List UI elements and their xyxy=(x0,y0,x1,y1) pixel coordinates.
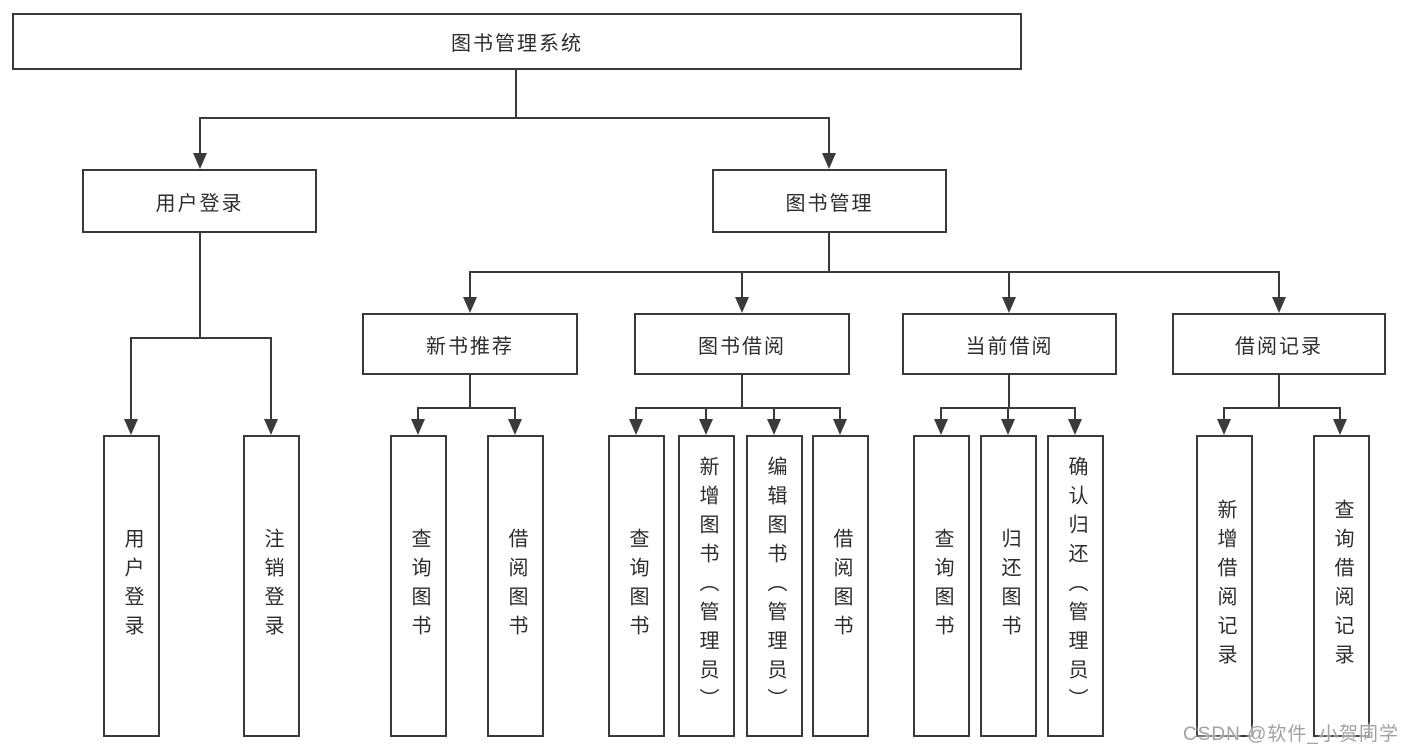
arrowhead-icon xyxy=(1333,419,1347,435)
connector-stem xyxy=(1008,375,1010,409)
arrowhead-icon xyxy=(463,297,477,313)
node-query-books-current: 查询图书 xyxy=(913,435,970,737)
node-query-borrow-record: 查询借阅记录 xyxy=(1313,435,1370,737)
connector-rail xyxy=(469,271,1280,273)
node-user-login-action: 用户登录 xyxy=(103,435,160,737)
watermark: CSDN @软件_小贺同学 xyxy=(1183,724,1399,745)
connector-rail xyxy=(130,337,272,339)
connector-rail xyxy=(635,407,841,409)
connector-rail xyxy=(1223,407,1341,409)
node-add-books-admin: 新增图书（管理员） xyxy=(678,435,735,737)
node-book-management: 图书管理 xyxy=(712,169,947,233)
arrowhead-icon xyxy=(1217,419,1231,435)
connector-stem xyxy=(741,271,743,298)
arrowhead-icon xyxy=(934,419,948,435)
node-return-books: 归还图书 xyxy=(980,435,1037,737)
arrowhead-icon xyxy=(735,297,749,313)
connector-stem xyxy=(828,233,830,273)
arrowhead-icon xyxy=(1068,419,1082,435)
connector-root-rail xyxy=(199,117,829,119)
arrowhead-icon xyxy=(833,419,847,435)
node-user-login: 用户登录 xyxy=(82,169,317,233)
node-borrow-books-borrow: 借阅图书 xyxy=(812,435,869,737)
connector-stem xyxy=(1278,271,1280,298)
connector-stem xyxy=(1339,407,1341,421)
connector-stem xyxy=(828,117,830,154)
node-confirm-return-admin: 确认归还（管理员） xyxy=(1047,435,1104,737)
connector-stem xyxy=(1223,407,1225,421)
node-borrowing-records: 借阅记录 xyxy=(1172,313,1386,375)
connector-stem xyxy=(773,407,775,421)
arrowhead-icon xyxy=(124,419,138,435)
arrowhead-icon xyxy=(411,419,425,435)
arrowhead-icon xyxy=(264,419,278,435)
connector-stem xyxy=(514,407,516,421)
connector-stem xyxy=(270,337,272,420)
connector-stem xyxy=(199,117,201,154)
node-query-books-recommend: 查询图书 xyxy=(390,435,447,737)
node-current-borrowing: 当前借阅 xyxy=(902,313,1117,375)
connector-stem xyxy=(417,407,419,421)
connector-stem xyxy=(1008,271,1010,298)
node-borrow-books-recommend: 借阅图书 xyxy=(487,435,544,737)
node-logout-action: 注销登录 xyxy=(243,435,300,737)
connector-stem xyxy=(839,407,841,421)
node-new-book-recommend: 新书推荐 xyxy=(362,313,578,375)
arrowhead-icon xyxy=(1002,297,1016,313)
connector-stem xyxy=(469,271,471,298)
connector-root-stem xyxy=(515,70,517,118)
connector-stem xyxy=(1074,407,1076,421)
arrowhead-icon xyxy=(1001,419,1015,435)
connector-stem xyxy=(635,407,637,421)
arrowhead-icon xyxy=(508,419,522,435)
connector-stem xyxy=(705,407,707,421)
connector-stem xyxy=(469,375,471,409)
arrowhead-icon xyxy=(629,419,643,435)
node-add-borrow-record: 新增借阅记录 xyxy=(1196,435,1253,737)
arrowhead-icon xyxy=(193,153,207,169)
arrowhead-icon xyxy=(822,153,836,169)
arrowhead-icon xyxy=(767,419,781,435)
arrowhead-icon xyxy=(1272,297,1286,313)
connector-rail xyxy=(417,407,516,409)
connector-stem xyxy=(130,337,132,420)
node-edit-books-admin: 编辑图书（管理员） xyxy=(746,435,803,737)
connector-stem xyxy=(1007,407,1009,421)
connector-stem xyxy=(199,233,201,338)
connector-stem xyxy=(940,407,942,421)
connector-stem xyxy=(1278,375,1280,409)
node-query-books-borrow: 查询图书 xyxy=(608,435,665,737)
connector-stem xyxy=(741,375,743,409)
node-book-borrowing: 图书借阅 xyxy=(634,313,850,375)
arrowhead-icon xyxy=(699,419,713,435)
node-library-system: 图书管理系统 xyxy=(12,13,1022,70)
